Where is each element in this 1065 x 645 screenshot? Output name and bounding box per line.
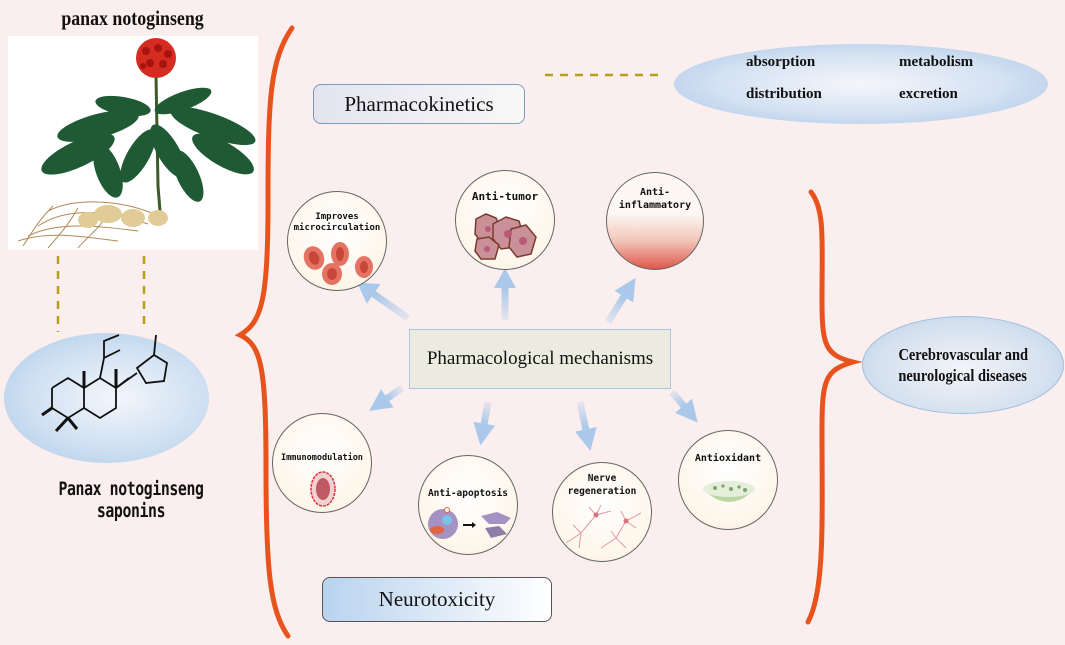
pk-excretion: excretion [899,86,958,102]
arrow-antiapoptosis [473,401,496,446]
neurotoxicity-box: Neurotoxicity [322,577,552,622]
tumor-cells-icon [474,213,537,260]
effect-label-line2: microcirculation [293,223,381,233]
plant-title: panax notoginseng [61,6,204,30]
effect-label-line1: Nerve [587,473,617,484]
arrow-antitumor [494,268,516,320]
effect-label: Antioxidant [694,453,762,464]
effect-label-line2: inflammatory [618,200,692,211]
pharmacological-mechanisms-box: Pharmacological mechanisms [409,329,671,389]
effect-label-line2: regeneration [567,486,637,497]
disease-line2: neurological diseases [898,366,1028,385]
effect-label: Immunomodulation [281,453,363,463]
disease-line1: Cerebrovascular and [898,344,1028,364]
effect-immunomodulation: Immunomodulation [272,413,372,513]
pharmacokinetics-box: Pharmacokinetics [313,84,525,124]
effect-label: Anti-tumor [471,190,539,203]
pk-metabolism: metabolism [899,54,974,70]
effect-improves-microcirculation: Improves microcirculation [287,191,387,291]
effect-anti-apoptosis: Anti-apoptosis [418,455,518,555]
cerebrovascular-diseases-ellipse: Cerebrovascular and neurological disease… [862,316,1064,414]
effect-label-line1: Improves [315,212,359,222]
arrow-antiinflammatory [605,277,636,324]
apoptosis-cell-icon [428,507,511,539]
saponin-label: Panax notoginseng saponins [58,478,204,522]
saponin-structure-ellipse [4,333,209,463]
pharmacokinetics-ellipse: absorption metabolism distribution excre… [674,44,1048,124]
effect-antioxidant: Antioxidant [678,430,778,530]
arrow-immunomodulation [369,385,405,411]
neuron-icon [565,504,642,549]
effect-anti-inflammatory: Anti- inflammatory [606,172,704,270]
effect-label-line1: Anti- [639,187,671,198]
arrow-microcirculation [357,282,411,321]
effect-anti-tumor: Anti-tumor [455,170,555,270]
antioxidant-bowl-icon [703,481,755,502]
saponin-structure-icon [41,334,168,433]
left-brace [234,25,295,639]
immune-cell-icon [310,471,336,507]
pk-distribution: distribution [746,86,822,102]
effect-label: Anti-apoptosis [427,488,509,499]
panax-plant-icon [17,38,256,249]
plant-illustration [8,36,258,250]
red-blood-cells-icon [303,242,373,285]
effect-nerve-regeneration: Nerve regeneration [552,462,652,562]
right-brace [805,189,863,625]
arrow-nerve-regeneration [575,401,597,451]
pk-absorption: absorption [746,54,816,70]
arrow-antioxidant [669,389,698,423]
